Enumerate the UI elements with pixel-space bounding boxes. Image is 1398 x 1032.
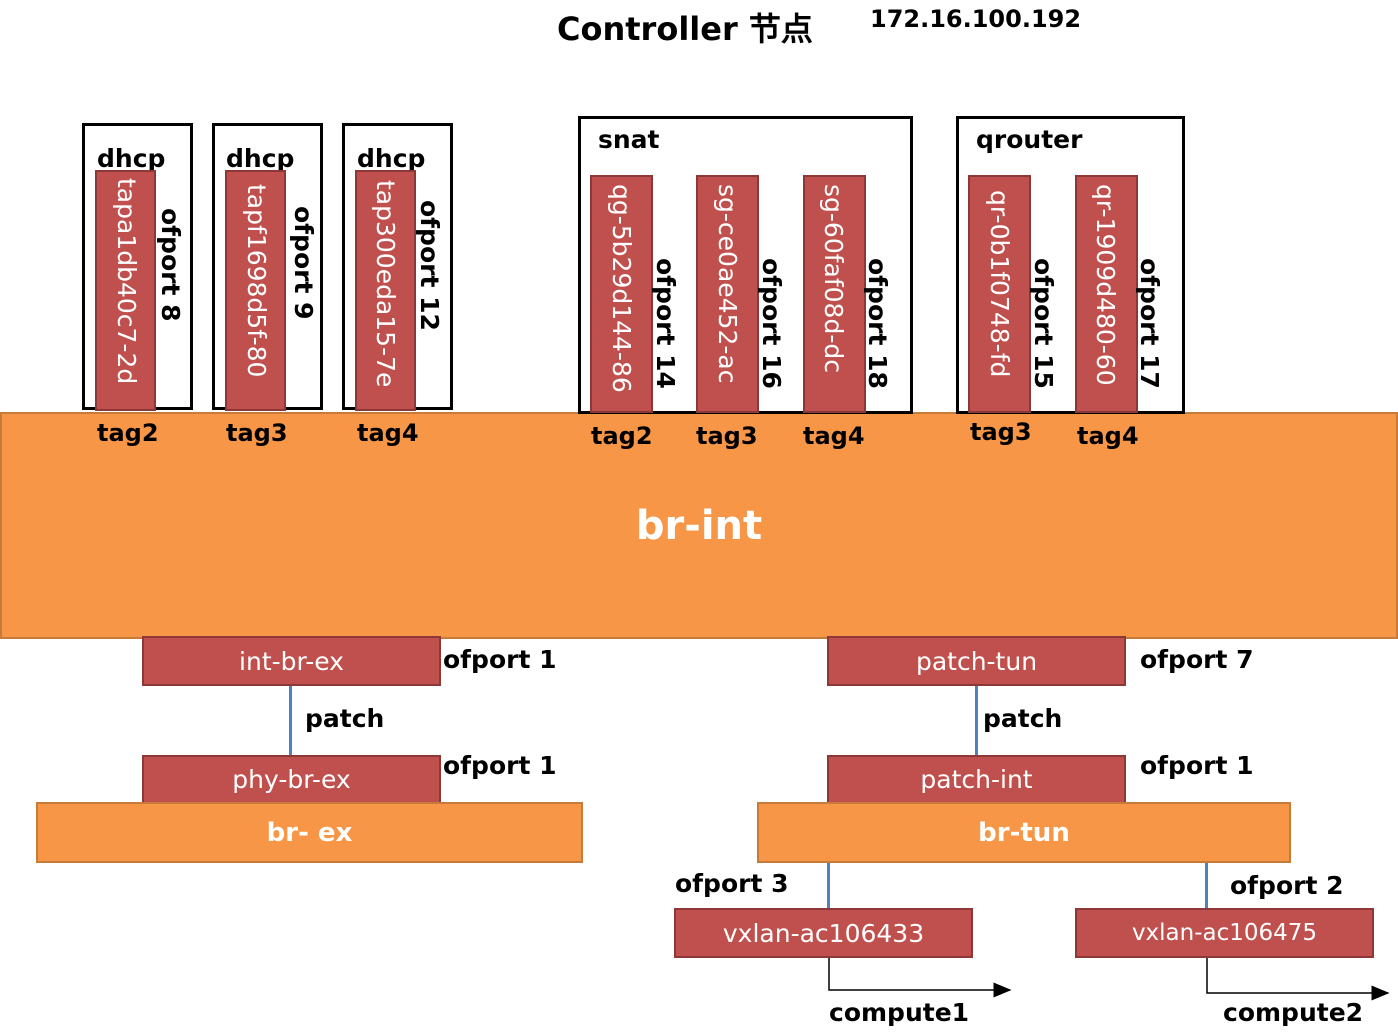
ofport-patch-tun: ofport 7 [1140,645,1254,674]
ofport-vxlan2: ofport 2 [1230,871,1344,900]
patch-link-left [289,686,292,755]
page-title: Controller 节点 [557,10,813,48]
port-vxlan-ac106475[interactable]: vxlan-ac106475 [1075,908,1374,958]
br-int-label: br-int [635,502,763,549]
br-tun-bridge[interactable]: br-tun [757,802,1291,863]
patch-int-label: patch-int [920,765,1033,794]
compute1-label: compute1 [829,998,970,1027]
dhcp-label-1: dhcp [97,144,166,173]
patch-link-right [975,686,978,755]
tag-snat-sg1: tag3 [696,422,758,450]
port-qr-0b1f0748-fd[interactable] [968,175,1031,413]
tag-qrouter-qr2: tag4 [1077,422,1139,450]
vxlan1-label: vxlan-ac106433 [722,918,925,948]
port-sg-ce0ae452-ac[interactable] [696,175,759,413]
dhcp-label-3: dhcp [357,144,426,173]
port-qr-1909d480-60[interactable] [1075,175,1138,413]
phy-br-ex-label: phy-br-ex [232,765,351,794]
port-phy-br-ex[interactable]: phy-br-ex [142,755,441,804]
port-sg-60faf08d-dc[interactable] [803,175,866,413]
tag-snat-qg: tag2 [591,422,653,450]
br-tun-label: br-tun [978,817,1070,848]
br-int-bridge[interactable]: br-int [0,412,1398,639]
ofport-int-br-ex: ofport 1 [443,645,557,674]
ofport-phy-br-ex: ofport 1 [443,751,557,780]
tag-snat-sg2: tag4 [803,422,865,450]
tag-dhcp1: tag2 [97,419,159,447]
int-br-ex-label: int-br-ex [239,646,344,676]
qrouter-label: qrouter [976,125,1083,154]
tag-dhcp2: tag3 [226,419,288,447]
snat-label: snat [598,125,660,154]
tag-qrouter-qr1: tag3 [970,418,1032,446]
tag-dhcp3: tag4 [357,419,419,447]
port-tap300eda15-7e[interactable] [355,170,416,411]
arrow-compute1 [828,958,1012,998]
vxlan1-link [827,863,830,908]
patch-label-left: patch [305,704,385,733]
arrow-compute2 [1206,958,1390,1001]
port-qg-5b29d144-86[interactable] [590,175,653,413]
br-ex-bridge[interactable]: br- ex [36,802,583,863]
vxlan2-label: vxlan-ac106475 [1131,920,1318,946]
ofport-vxlan1: ofport 3 [675,869,789,898]
port-patch-tun[interactable]: patch-tun [827,636,1126,686]
port-int-br-ex[interactable]: int-br-ex [142,636,441,686]
dhcp-label-2: dhcp [226,144,295,173]
patch-label-right: patch [983,704,1063,733]
vxlan2-link [1205,863,1208,908]
patch-tun-label: patch-tun [915,646,1038,676]
port-vxlan-ac106433[interactable]: vxlan-ac106433 [674,908,973,958]
port-tapa1db40c7-2d[interactable] [95,170,156,411]
br-ex-label: br- ex [266,817,353,848]
controller-ip: 172.16.100.192 [870,5,1082,33]
ofport-patch-int: ofport 1 [1140,751,1254,780]
port-tapf1698d5f-80[interactable] [225,170,286,411]
compute2-label: compute2 [1223,998,1364,1027]
port-patch-int[interactable]: patch-int [827,755,1126,804]
